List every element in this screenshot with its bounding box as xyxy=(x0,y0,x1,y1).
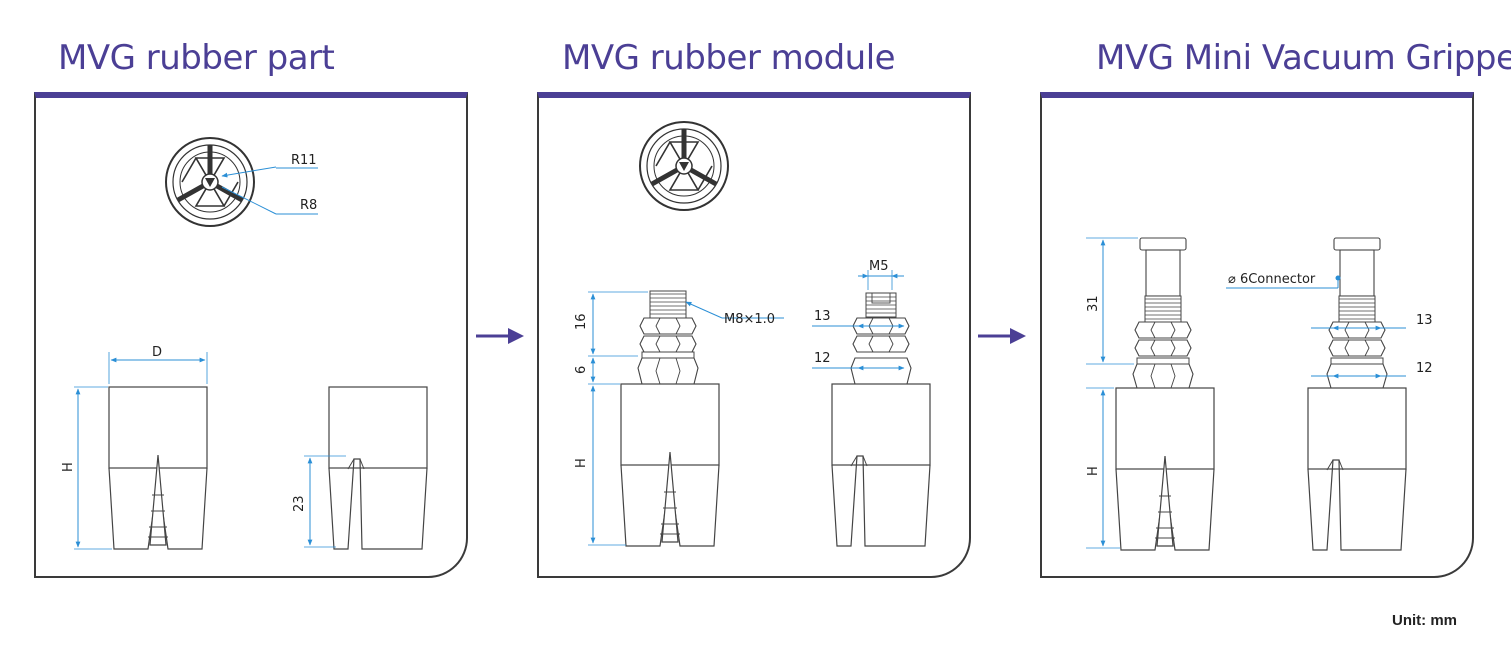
right-arrow-icon xyxy=(476,328,524,344)
panel-rubber-part xyxy=(34,92,468,578)
h-label-module: H xyxy=(574,458,589,468)
gripper-side-view xyxy=(1307,237,1407,551)
r11-label: R11 xyxy=(291,153,317,168)
dim-16-label: 16 xyxy=(574,313,589,330)
panel-title-rubber-module: MVG rubber module xyxy=(562,38,896,78)
panel-title-rubber-part: MVG rubber part xyxy=(58,38,335,78)
panel-mini-vacuum-gripper xyxy=(1040,92,1474,578)
dim-6-label: 6 xyxy=(574,366,589,374)
rubber-part-side-view xyxy=(328,386,428,550)
connector-label: ⌀ 6Connector xyxy=(1228,272,1316,287)
h-label-gripper: H xyxy=(1086,466,1101,476)
unit-label: Unit: mm xyxy=(1392,612,1457,629)
dim-23-label: 23 xyxy=(292,495,307,512)
dim-12-label-module: 12 xyxy=(814,351,831,366)
right-arrow-icon xyxy=(978,328,1026,344)
d-label: D xyxy=(152,345,162,360)
rubber-module-top-view xyxy=(640,122,728,210)
dim-12-label-gripper: 12 xyxy=(1416,361,1433,376)
rubber-module-front-view xyxy=(620,290,720,547)
rubber-part-front-view xyxy=(108,386,208,550)
panel-title-mini-vacuum-gripper: MVG Mini Vacuum Gripper xyxy=(1096,38,1511,78)
dim-13-label-gripper: 13 xyxy=(1416,313,1433,328)
m5-label: M5 xyxy=(869,259,889,274)
panel-rubber-module xyxy=(537,92,971,578)
dim-31-label: 31 xyxy=(1086,295,1101,312)
h-label-part: H xyxy=(61,462,76,472)
dim-13-label-module: 13 xyxy=(814,309,831,324)
rubber-part-top-view xyxy=(166,138,254,226)
r8-label: R8 xyxy=(300,198,317,213)
gripper-front-view xyxy=(1115,237,1215,551)
m8-thread-label: M8×1.0 xyxy=(724,312,775,327)
rubber-module-side-view xyxy=(831,292,931,547)
